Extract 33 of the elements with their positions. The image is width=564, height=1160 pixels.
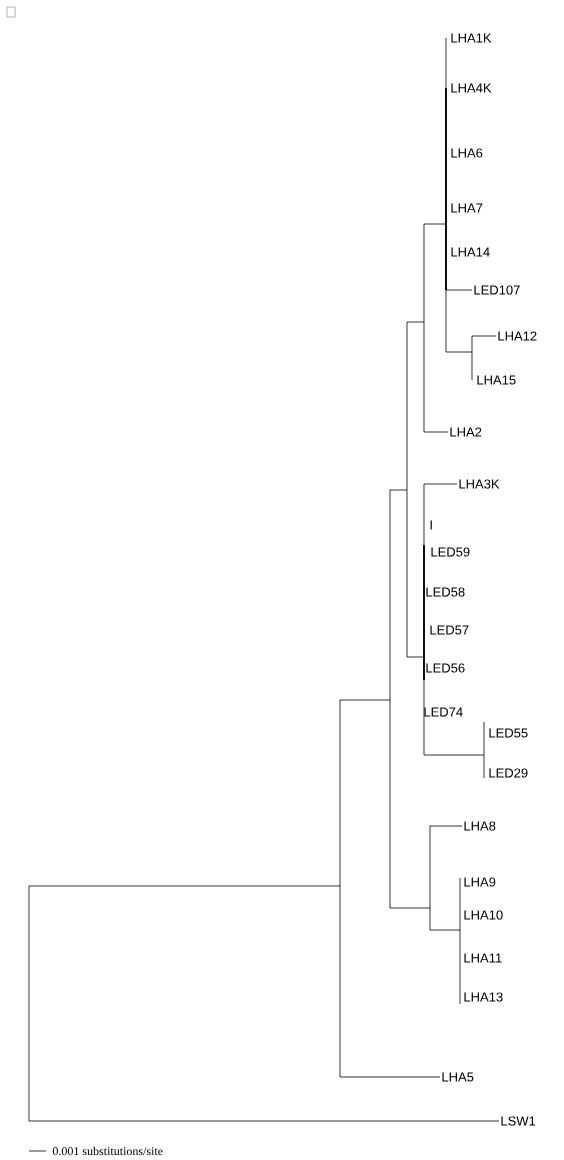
leaf-label: LSW1	[501, 1116, 536, 1126]
leaf-label: LHA6	[451, 148, 483, 158]
leaf-label: LHA13	[464, 992, 503, 1002]
leaf-label: LHA3K	[459, 479, 500, 489]
leaf-label: LED58	[426, 587, 465, 597]
leaf-label: LHA4K	[451, 83, 492, 93]
leaf-label: LHA5	[442, 1072, 474, 1082]
branch-line	[423, 483, 458, 485]
leaf-label: LED74	[424, 707, 463, 717]
leaf-label: LHA14	[451, 247, 490, 257]
branch-line	[28, 1120, 500, 1122]
leaf-label: LHA15	[477, 375, 516, 385]
branch-line	[423, 431, 449, 433]
leaf-label: LED29	[489, 768, 528, 778]
leaf-label: LED56	[426, 663, 465, 673]
branch-line	[471, 335, 497, 337]
leaf-label: LED57	[430, 625, 469, 635]
leaf-label: LED55	[489, 728, 528, 738]
leaf-label: LHA8	[464, 821, 496, 831]
branch-line	[429, 825, 463, 827]
leaf-label: LHA11	[464, 953, 502, 963]
leaf-label: LED107	[474, 285, 520, 295]
scale-label: 0.001 substitutions/site	[52, 1146, 163, 1156]
leaf-label: LHA9	[464, 877, 496, 887]
leaf-label: LHA12	[498, 331, 537, 341]
leaf-label: LHA7	[451, 203, 483, 213]
branch-line	[339, 1076, 441, 1078]
branch-line	[445, 289, 473, 291]
leaf-label: LHA10	[464, 910, 503, 920]
leaf-label: I	[430, 520, 432, 530]
leaf-label: LHA1K	[451, 33, 492, 43]
leaf-label: LED59	[431, 547, 470, 557]
leaf-label: LHA2	[450, 427, 482, 437]
